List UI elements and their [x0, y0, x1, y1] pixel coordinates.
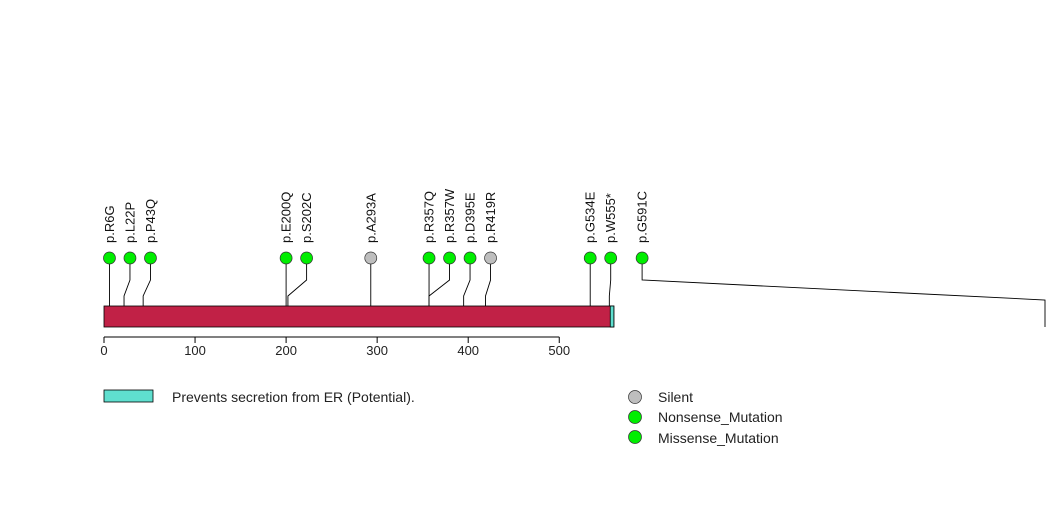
mutation-label: p.A293A	[363, 193, 378, 243]
mutation-point	[635, 251, 649, 265]
mutation-point	[300, 251, 313, 265]
legend	[103, 389, 642, 444]
mutation-label: p.S202C	[299, 192, 314, 243]
legend-marker-1	[628, 410, 642, 424]
mutation-stem	[641, 258, 1046, 327]
connector-lines	[109, 258, 1046, 327]
x-axis: 0 100 200 300 400 500	[100, 336, 570, 358]
mutation-point	[604, 251, 618, 265]
mutation-labels: p.R6G p.L22P p.P43Q p.E200Q p.S202C p.A293A p.…	[102, 188, 650, 243]
protein-bar	[103, 305, 615, 328]
domain-region-0	[609, 305, 615, 328]
mutation-point	[364, 251, 378, 265]
legend-label-nonsense: Nonsense_Mutation	[658, 409, 783, 425]
x-tick-label-0: 0	[100, 343, 107, 358]
legend-marker-0	[628, 390, 642, 404]
mutation-point	[443, 251, 456, 265]
x-tick-label-200: 200	[275, 343, 297, 358]
mutation-point	[123, 251, 137, 265]
legend-label-silent: Silent	[658, 389, 694, 405]
mutation-label: p.G591C	[635, 191, 650, 243]
mutation-label: p.R357W	[442, 188, 457, 243]
mutation-label: p.R357Q	[422, 191, 437, 243]
mutation-label: p.P43Q	[143, 199, 158, 243]
mutation-point	[484, 251, 497, 265]
mutation-label: p.D395E	[463, 192, 478, 243]
x-tick-label-100: 100	[184, 343, 206, 358]
x-tick-label-500: 500	[548, 343, 570, 358]
mutation-points	[103, 251, 649, 265]
domain-legend-label: Prevents secretion from ER (Potential).	[172, 389, 415, 405]
mutation-point	[463, 251, 477, 265]
mutation-point	[103, 251, 116, 265]
mutation-point	[583, 251, 597, 265]
mutation-point	[144, 251, 157, 265]
protein-track	[103, 305, 615, 328]
mutation-label: p.E200Q	[279, 192, 294, 243]
mutation-point	[422, 251, 436, 265]
mutation-label: p.W555*	[603, 193, 618, 243]
x-tick-label-300: 300	[366, 343, 388, 358]
mutation-point	[279, 251, 293, 265]
domain-legend-swatch	[103, 389, 154, 403]
legend-label-missense: Missense_Mutation	[658, 430, 779, 446]
x-tick-label-400: 400	[457, 343, 479, 358]
mutation-label: p.L22P	[122, 202, 137, 243]
legend-marker-2	[628, 430, 642, 444]
mutation-label: p.G534E	[583, 191, 598, 243]
mutation-label: p.R419R	[483, 192, 498, 243]
mutation-label: p.R6G	[102, 205, 117, 243]
